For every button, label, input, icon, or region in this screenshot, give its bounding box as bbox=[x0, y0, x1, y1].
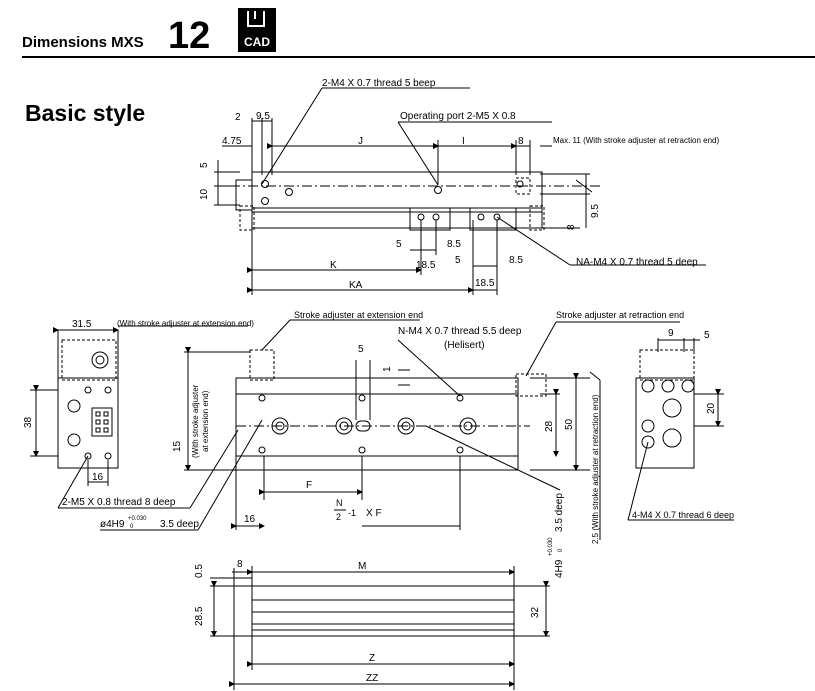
retraction-note: 2.5 (With stroke adjuster at retraction … bbox=[591, 394, 600, 544]
svg-text:0: 0 bbox=[558, 548, 564, 552]
top-view-labels: 2-M4 X 0.7 thread 5 beep Operating port … bbox=[199, 78, 719, 291]
svg-text:(With stroke adjuster at exten: (With stroke adjuster at extension end) bbox=[117, 319, 254, 328]
left-end-labels: 31.5 (With stroke adjuster at extension … bbox=[23, 319, 254, 530]
svg-text:28.5: 28.5 bbox=[194, 606, 205, 626]
svg-text:50: 50 bbox=[564, 418, 575, 430]
svg-text:(Helisert): (Helisert) bbox=[444, 340, 485, 351]
bottom-labels: 0.5 8 M 28.5 32 Z ZZ bbox=[194, 559, 541, 684]
svg-text:KA: KA bbox=[349, 280, 363, 291]
m5-note: 2-M5 X 0.8 thread 8 deep bbox=[62, 497, 176, 508]
svg-text:16: 16 bbox=[244, 514, 256, 525]
svg-text:3.5 deep: 3.5 deep bbox=[160, 519, 199, 530]
center-labels: Stroke adjuster at extension end N-M4 X … bbox=[172, 310, 684, 578]
page-header: Dimensions MXS 12 CAD bbox=[0, 0, 815, 60]
svg-text:+0.030: +0.030 bbox=[548, 537, 554, 556]
stroke-ext-label: Stroke adjuster at extension end bbox=[294, 310, 423, 320]
page-title: Dimensions MXS bbox=[22, 34, 144, 51]
svg-text:4H9: 4H9 bbox=[554, 559, 565, 578]
svg-text:32: 32 bbox=[530, 606, 541, 618]
thread-note: 2-M4 X 0.7 thread 5 beep bbox=[322, 78, 436, 89]
top-hole bbox=[261, 180, 269, 188]
center-side-view bbox=[184, 319, 680, 540]
svg-text:at extension end): at extension end) bbox=[201, 390, 210, 452]
svg-text:9.5: 9.5 bbox=[256, 111, 270, 122]
top-view bbox=[214, 87, 706, 295]
svg-text:8: 8 bbox=[566, 224, 577, 230]
svg-text:J: J bbox=[358, 136, 363, 147]
top-body-outline bbox=[251, 171, 543, 213]
svg-text:5: 5 bbox=[199, 162, 210, 168]
svg-text:N: N bbox=[336, 498, 343, 508]
svg-text:(With stroke adjuster: (With stroke adjuster bbox=[191, 384, 200, 458]
top-port-block bbox=[409, 207, 451, 231]
svg-text:18.5: 18.5 bbox=[475, 278, 495, 289]
svg-text:9: 9 bbox=[668, 328, 674, 339]
svg-text:31.5: 31.5 bbox=[72, 319, 92, 330]
svg-text:3.5 deep: 3.5 deep bbox=[554, 493, 565, 532]
bottom-view bbox=[210, 566, 550, 690]
svg-text:38: 38 bbox=[23, 416, 34, 428]
svg-text:5: 5 bbox=[455, 255, 461, 266]
n-thread-note: N-M4 X 0.7 thread 5.5 deep bbox=[398, 326, 522, 337]
svg-text:0.5: 0.5 bbox=[194, 564, 205, 578]
svg-text:5: 5 bbox=[396, 239, 402, 250]
svg-text:ø4H9: ø4H9 bbox=[100, 519, 125, 530]
svg-text:ZZ: ZZ bbox=[366, 673, 378, 684]
svg-text:8: 8 bbox=[518, 136, 524, 147]
svg-text:I: I bbox=[462, 136, 465, 147]
svg-text:10: 10 bbox=[199, 188, 210, 200]
svg-text:1: 1 bbox=[382, 366, 393, 372]
svg-text:F: F bbox=[306, 480, 312, 491]
cad-label: CAD bbox=[244, 35, 270, 49]
m4-note: 4-M4 X 0.7 thread 6 deep bbox=[632, 510, 734, 520]
svg-text:28: 28 bbox=[544, 420, 555, 432]
svg-text:2: 2 bbox=[235, 112, 241, 123]
svg-text:K: K bbox=[330, 260, 337, 271]
model-size: 12 bbox=[168, 15, 211, 57]
svg-text:4.75: 4.75 bbox=[222, 136, 242, 147]
svg-text:8: 8 bbox=[237, 559, 243, 570]
max11-note: Max. 11 (With stroke adjuster at retract… bbox=[553, 136, 719, 145]
svg-text:18.5: 18.5 bbox=[416, 260, 436, 271]
svg-text:0: 0 bbox=[130, 524, 134, 530]
section-title: Basic style bbox=[25, 100, 146, 126]
stroke-ret-label: Stroke adjuster at retraction end bbox=[556, 310, 684, 320]
svg-text:8.5: 8.5 bbox=[509, 255, 523, 266]
operating-port-note: Operating port 2-M5 X 0.8 bbox=[400, 111, 516, 122]
svg-text:Z: Z bbox=[369, 653, 375, 664]
svg-text:5: 5 bbox=[358, 344, 364, 355]
left-end-view bbox=[30, 325, 263, 531]
svg-text:X F: X F bbox=[366, 508, 382, 519]
na-thread-note: NA-M4 X 0.7 thread 5 deep bbox=[576, 257, 698, 268]
svg-text:9.5: 9.5 bbox=[590, 204, 601, 218]
right-end-labels: 9 5 20 4-M4 X 0.7 thread 6 deep bbox=[632, 328, 734, 520]
svg-text:2: 2 bbox=[336, 512, 341, 522]
cad-folder-icon bbox=[247, 11, 265, 27]
svg-text:5: 5 bbox=[704, 330, 710, 341]
svg-text:16: 16 bbox=[92, 472, 104, 483]
svg-text:M: M bbox=[358, 561, 366, 572]
svg-text:20: 20 bbox=[706, 402, 717, 414]
right-end-view bbox=[627, 338, 734, 521]
svg-text:-1: -1 bbox=[348, 508, 356, 518]
svg-text:8.5: 8.5 bbox=[447, 239, 461, 250]
svg-text:+0.030: +0.030 bbox=[128, 516, 147, 522]
cad-badge[interactable]: CAD bbox=[238, 8, 276, 52]
header-rule bbox=[22, 56, 815, 58]
svg-text:15: 15 bbox=[172, 440, 183, 452]
